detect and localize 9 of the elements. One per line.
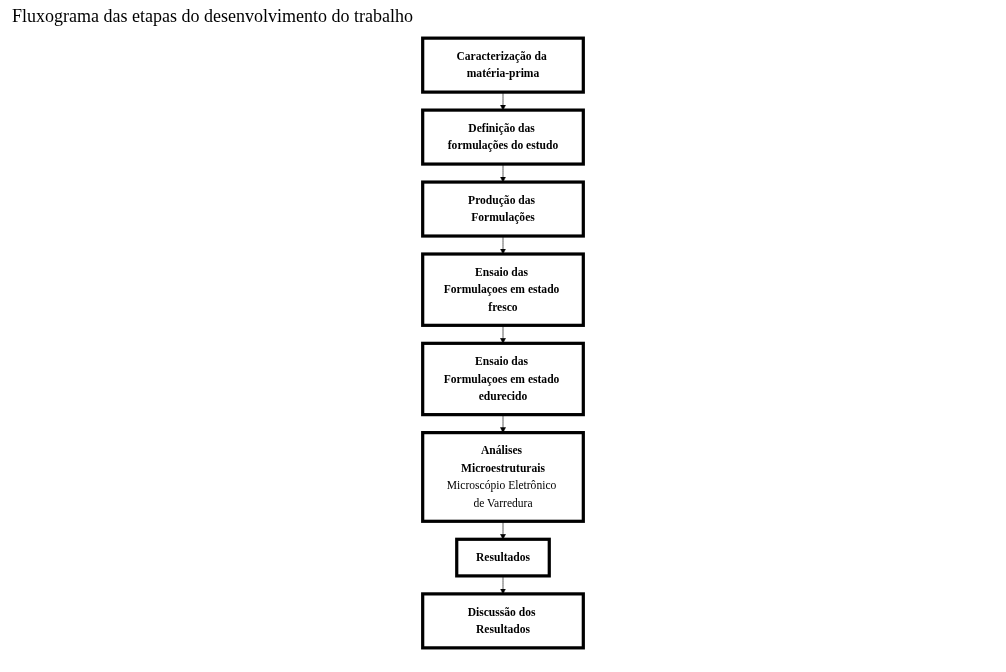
node-box: Ensaio das Formulaçoes em estado fresco xyxy=(421,252,585,327)
node-box: Definição das formulações do estudo xyxy=(421,108,585,166)
node-box: Discussão dos Resultados xyxy=(421,592,585,650)
node-box: Análises Microestruturais Microscópio Eletrônico de Varredura xyxy=(421,431,585,523)
node-box: Produção das Formulações xyxy=(421,180,585,238)
node-box: Ensaio das Formulaçoes em estado edurecido xyxy=(421,341,585,417)
diagram-title: Fluxograma das etapas do desenvolvimento do trabalho xyxy=(11,5,414,28)
node-box: Caracterização da matéria-prima xyxy=(421,36,585,94)
node-box: Resultados xyxy=(455,537,551,578)
